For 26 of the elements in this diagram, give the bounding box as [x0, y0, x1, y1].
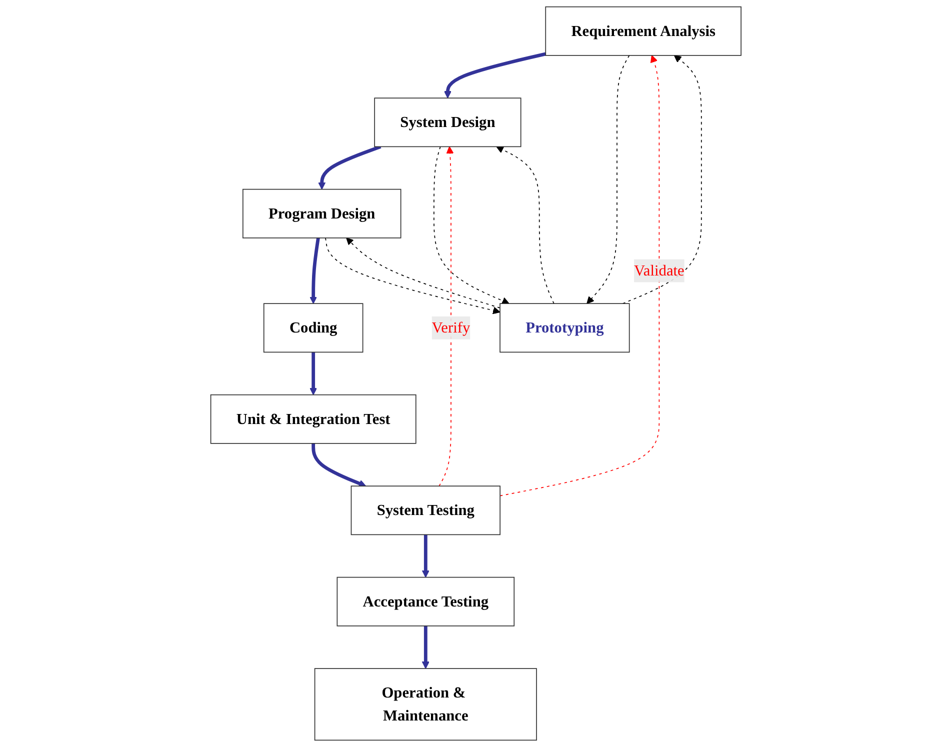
- node-box: Coding: [264, 303, 364, 353]
- node-box: Unit & Integration Test: [210, 394, 416, 444]
- arrow: [422, 534, 430, 578]
- node-box: Prototyping: [500, 303, 630, 353]
- arrow: [500, 55, 660, 496]
- arrow: [438, 146, 454, 486]
- node-box: System Design: [374, 98, 522, 148]
- arrow: [318, 145, 382, 190]
- edge-label: Verify: [432, 318, 470, 336]
- arrow: [312, 443, 366, 487]
- node-box: Operation & Maintenance: [314, 668, 538, 741]
- node-box: Requirement Analysis: [545, 6, 742, 56]
- arrow: [346, 238, 501, 308]
- arrow: [622, 55, 702, 304]
- arrow: [310, 352, 318, 396]
- arrow: [422, 626, 430, 669]
- arrow: [496, 146, 554, 304]
- arrow: [325, 237, 500, 314]
- arrow: [434, 146, 510, 304]
- arrow: [586, 55, 630, 304]
- node-box: System Testing: [350, 486, 501, 536]
- arrow: [444, 52, 546, 98]
- node-box: Program Design: [242, 188, 402, 238]
- edge-label: Validate: [634, 262, 684, 279]
- node-box: Acceptance Testing: [336, 576, 515, 626]
- arrow: [310, 238, 320, 304]
